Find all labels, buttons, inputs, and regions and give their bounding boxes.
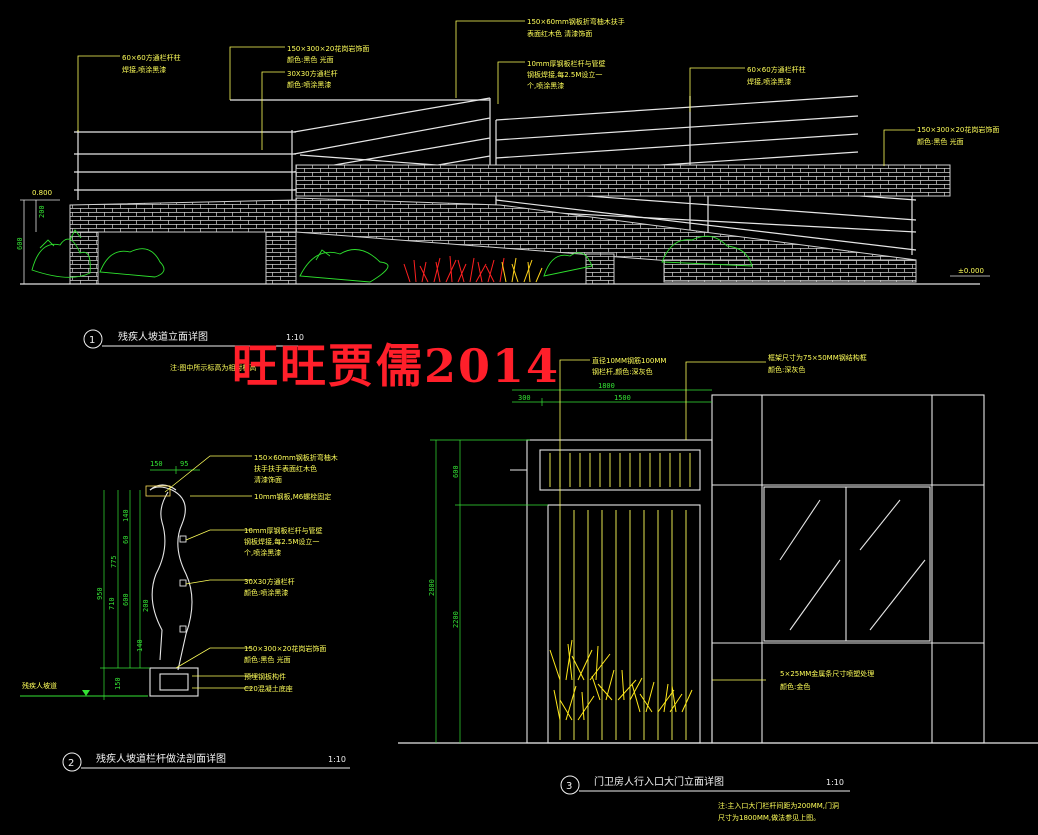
section-callout-cap-2: 颜色:黑色 光面 <box>244 655 291 664</box>
dim-710: 710 <box>108 597 116 610</box>
drawing-2-title: 残疾人坡道栏杆做法剖面详图 <box>96 752 226 765</box>
gate-elevation-drawing: 1800 300 1500 600 2800 2200 直径10MM钢筋100M… <box>398 353 1038 822</box>
drawing-2-number-circle <box>62 752 82 772</box>
dim-600-gate: 600 <box>452 465 460 478</box>
gate-dimension-lines <box>430 389 712 743</box>
yellow-grass-planting <box>501 257 543 283</box>
dim-600-label: 600 <box>16 237 24 250</box>
section-leader-lines <box>164 455 252 689</box>
railing-bolts <box>179 535 187 633</box>
gate-callout-frame-1: 框架尺寸为75×50MM钢结构框 <box>768 353 867 362</box>
callout-handrail-line1: 150×60mm钢板折弯柚木扶手 <box>527 17 625 26</box>
level-top-label: 0.800 <box>32 189 52 197</box>
gate-frame <box>510 394 985 744</box>
callout-bar-30-line1: 30X30方通栏杆 <box>287 69 338 78</box>
dim-150: 150 <box>150 460 163 468</box>
callout-post-60-line2: 焊接,喷涂黑漆 <box>122 65 166 74</box>
ramp-level-label: 残疾人坡道 <box>22 681 57 690</box>
drawing-1-title: 残疾人坡道立面详图 <box>118 330 208 343</box>
callout-cap-right-line2: 颜色:黑色 光面 <box>917 137 964 146</box>
drawing-1-number-circle <box>83 329 103 349</box>
dim-140b: 140 <box>136 639 144 652</box>
red-grass-planting <box>403 255 505 283</box>
dim-1800: 1800 <box>598 382 615 390</box>
callout-post-60-line1: 60×60方通栏杆柱 <box>122 53 181 62</box>
callout-post-right-line2: 焊接,喷涂黑漆 <box>747 77 791 86</box>
callout-post-right-line1: 60×60方通栏杆柱 <box>747 65 806 74</box>
gate-callout-bars-1: 直径10MM钢筋100MM <box>592 356 666 365</box>
drawing-1-note: 注:图中所示标高为相对标高 <box>170 363 256 372</box>
section-callout-handrail-1: 150×60mm钢板折弯柚木 <box>254 453 338 462</box>
section-callout-bolt: 10mm钢板,M6螺栓固定 <box>254 492 331 501</box>
dim-150b: 150 <box>114 677 122 690</box>
dim-60: 60 <box>122 536 130 544</box>
callout-plate-line2: 钢板焊接,每2.5M设立一 <box>527 70 602 79</box>
ramp-dimension-lines <box>20 199 990 284</box>
section-callout-handrail-3: 清漆饰面 <box>254 475 282 484</box>
dim-775: 775 <box>110 555 118 568</box>
section-callout-cap-1: 150×300×20花岗岩饰面 <box>244 644 326 653</box>
callout-cap-150-line2: 颜色:黑色 光面 <box>287 55 334 64</box>
drawing-2-scale: 1:10 <box>328 755 346 764</box>
dim-600: 600 <box>122 593 130 606</box>
section-callout-plate-2: 钢板焊接,每2.5M设立一 <box>244 537 319 546</box>
section-callout-embed: 预埋钢板构件 <box>244 672 286 681</box>
section-callout-plate-3: 个,喷涂黑漆 <box>244 548 281 557</box>
drawing-3-number-circle <box>560 775 580 795</box>
drawing-1-scale: 1:10 <box>286 333 304 342</box>
callout-plate-line1: 10mm厚钢板栏杆与管壁 <box>527 59 606 68</box>
watermark-text: 旺旺贾儒2014 <box>232 339 561 393</box>
callout-bar-30-line2: 颜色:喷涂黑漆 <box>287 80 331 89</box>
gate-bars <box>549 453 691 740</box>
callout-cap-150-line1: 150×300×20花岗岩饰面 <box>287 44 369 53</box>
dim-2800: 2800 <box>428 579 436 596</box>
dim-200: 200 <box>142 599 150 612</box>
dim-140a: 140 <box>122 509 130 522</box>
section-callout-handrail-2: 扶手扶手表面红木色 <box>254 464 317 473</box>
callout-plate-line3: 个,喷涂黑漆 <box>527 81 564 90</box>
railing-profile <box>149 484 199 697</box>
dim-200-label: 200 <box>38 205 46 218</box>
drawing-3-scale: 1:10 <box>826 778 844 787</box>
dim-95: 95 <box>180 460 188 468</box>
drawing-1-number: 1 <box>89 335 95 346</box>
drawing-3-note-1: 注:主入口大门栏杆间距为200MM,门洞 <box>718 801 839 810</box>
gate-planting <box>549 639 693 721</box>
section-dimension-lines <box>100 466 200 700</box>
dim-300: 300 <box>518 394 531 402</box>
dim-2200: 2200 <box>452 611 460 628</box>
drawing-3-number: 3 <box>566 781 572 792</box>
ramp-leader-lines <box>77 20 915 166</box>
ramp-elevation-drawing: 0.800 200 600 ±0.000 60×60方通栏杆柱 焊接,喷涂黑漆 … <box>16 17 999 372</box>
section-callout-bar-1: 30X30方通栏杆 <box>244 577 295 586</box>
drawing-2-number: 2 <box>68 758 74 769</box>
gate-leader-lines <box>559 359 766 681</box>
level-ground-label: ±0.000 <box>958 267 984 275</box>
section-callout-concrete: C20混凝土底座 <box>244 684 293 693</box>
railing-section-drawing: 150 95 140 60 775 710 950 600 200 140 15… <box>20 453 350 772</box>
gate-callout-frame-2: 颜色:深灰色 <box>768 365 805 374</box>
dim-950: 950 <box>96 587 104 600</box>
gate-callout-strip-2: 颜色:金色 <box>780 682 810 691</box>
callout-cap-right-line1: 150×300×20花岗岩饰面 <box>917 125 999 134</box>
gate-callout-bars-2: 钢栏杆,颜色:深灰色 <box>592 367 653 376</box>
handrail-hatch <box>145 485 171 497</box>
shrub-planting <box>31 229 753 283</box>
drawing-3-title: 门卫房人行入口大门立面详图 <box>594 775 724 788</box>
drawing-3-note-2: 尺寸为1800MM,做法参见上图。 <box>718 813 820 822</box>
ramp-brick-wall <box>69 164 951 285</box>
section-callout-plate-1: 10mm厚钢板栏杆与管壁 <box>244 526 323 535</box>
section-callout-bar-2: 颜色:喷涂黑漆 <box>244 588 288 597</box>
dim-1500: 1500 <box>614 394 631 402</box>
gate-callout-strip-1: 5×25MM金属条尺寸喷塑处理 <box>780 669 874 678</box>
callout-handrail-line2: 表面红木色 清漆饰面 <box>527 29 592 38</box>
